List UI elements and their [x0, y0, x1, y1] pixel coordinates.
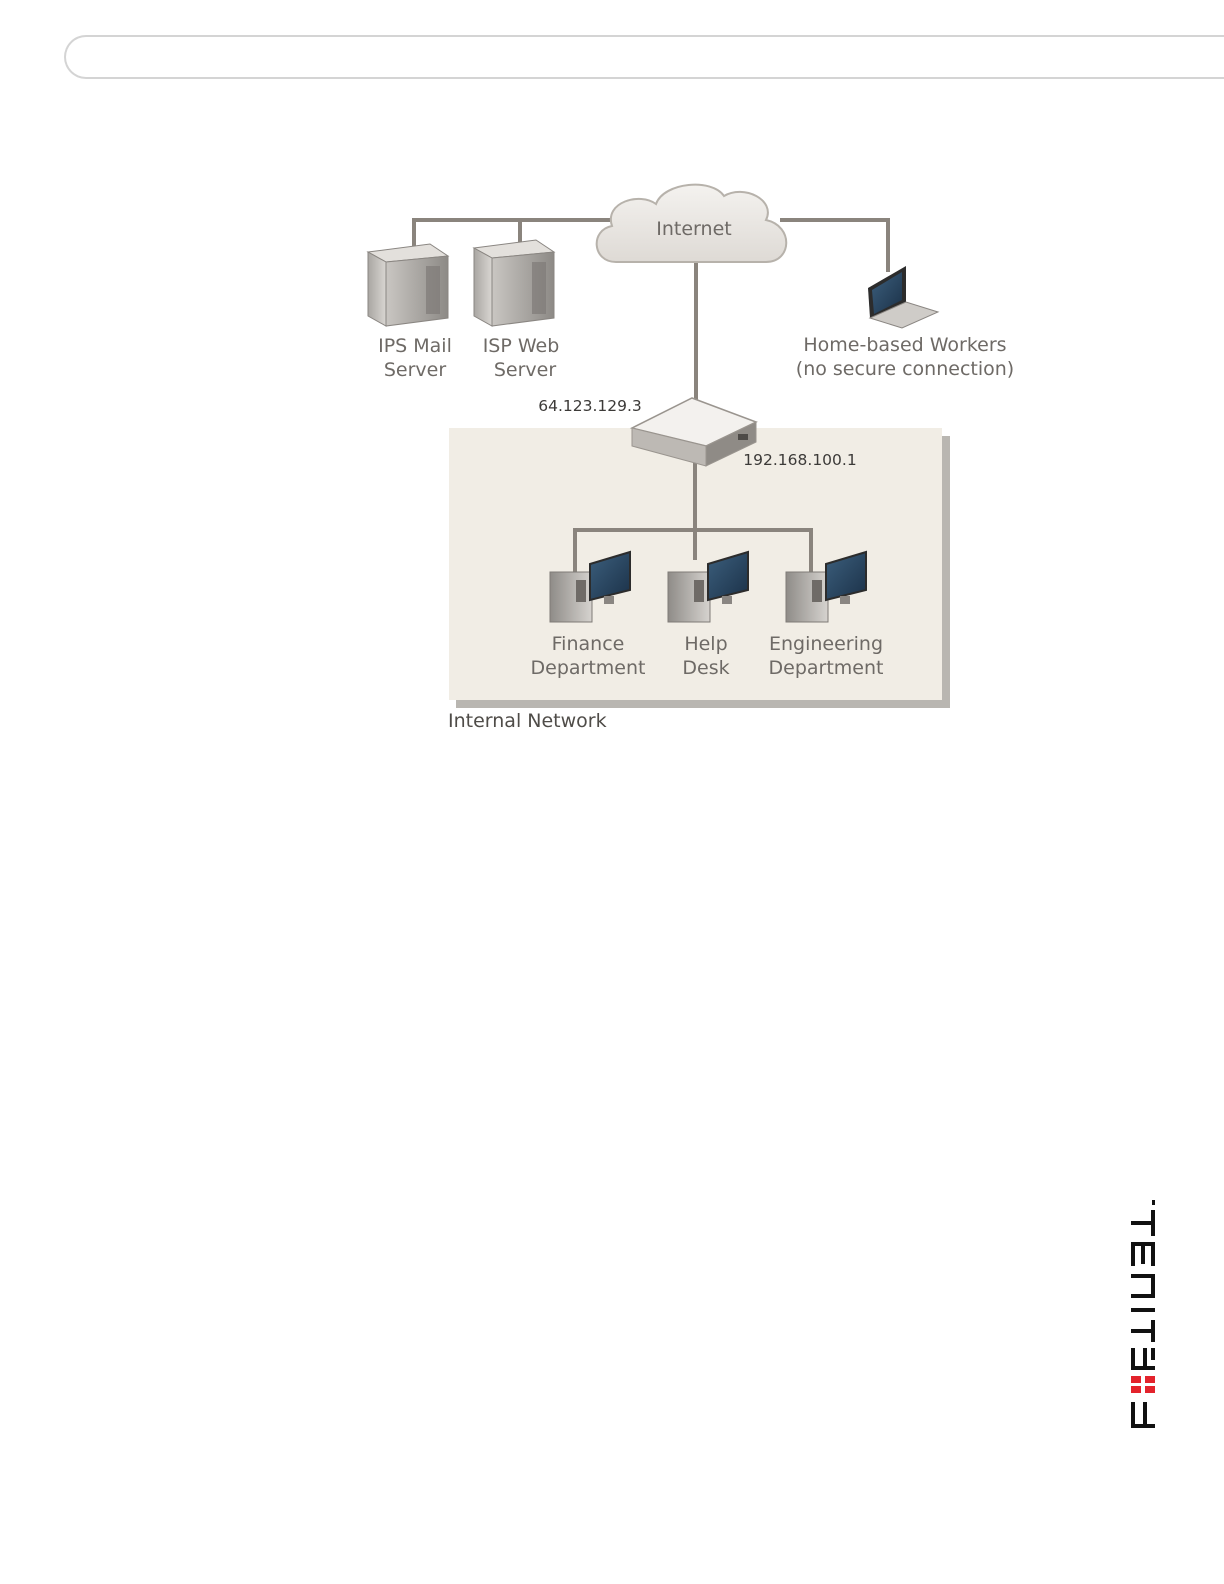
internet-label: Internet [656, 218, 731, 240]
mail-server-icon [368, 244, 448, 326]
helpdesk-label-line2: Desk [682, 657, 729, 679]
fortinet-logo [1128, 1196, 1158, 1432]
web-server-label-line2: Server [494, 359, 556, 381]
mail-server-label-line2: Server [384, 359, 446, 381]
laptop-icon [868, 266, 938, 328]
engineering-label-line1: Engineering [769, 633, 883, 655]
logo-accent [1131, 1376, 1155, 1393]
external-ip-label: 64.123.129.3 [538, 397, 642, 415]
finance-label-line2: Department [531, 657, 646, 679]
internal-ip-label: 192.168.100.1 [743, 451, 856, 469]
engineering-label-line2: Department [769, 657, 884, 679]
mail-server-label-line1: IPS Mail [378, 335, 452, 357]
web-server-label-line1: ISP Web [483, 335, 560, 357]
home-workers-label-line1: Home-based Workers [803, 334, 1006, 356]
home-workers-label-line2: (no secure connection) [796, 358, 1014, 380]
fortinet-logo-icon [1128, 1196, 1158, 1432]
web-server-icon [474, 240, 554, 326]
finance-label-line1: Finance [552, 633, 625, 655]
helpdesk-label-line1: Help [684, 633, 727, 655]
internet-cloud-icon: Internet [597, 185, 787, 262]
internal-network-label: Internal Network [448, 710, 607, 732]
